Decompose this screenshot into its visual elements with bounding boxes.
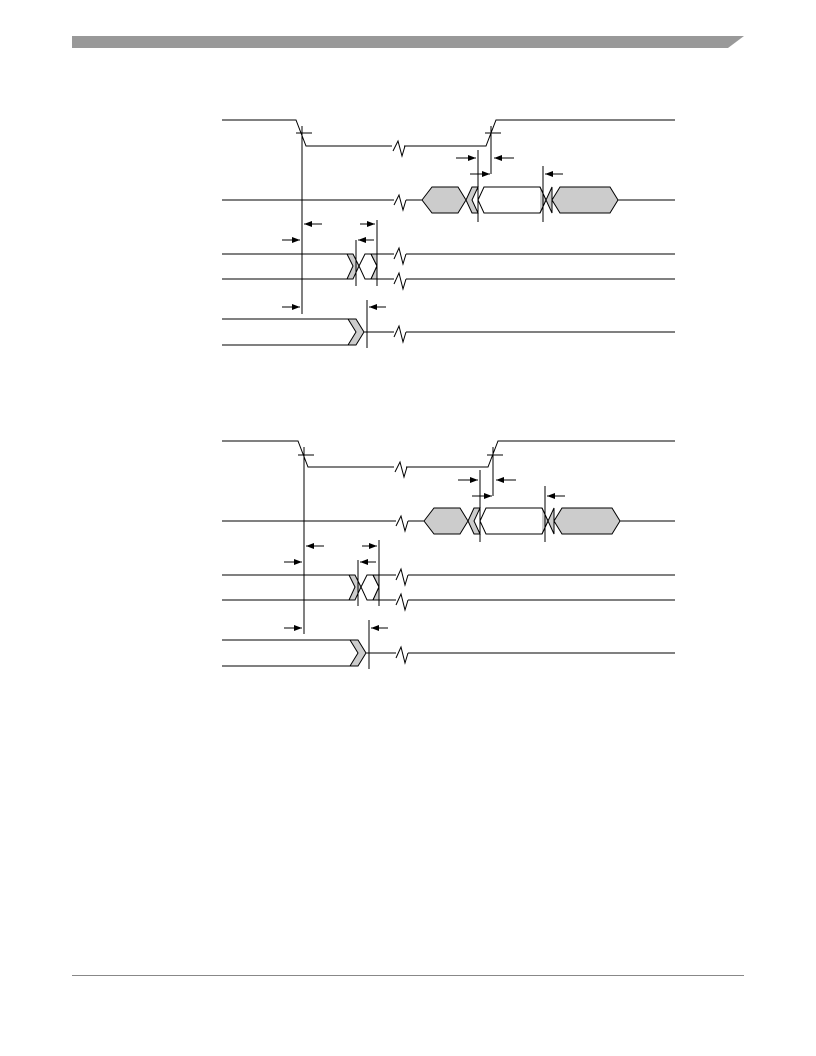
break-mark-icon xyxy=(393,271,407,291)
break-mark-icon xyxy=(393,246,407,266)
break-mark-icon xyxy=(392,139,406,158)
signal-1-waveform-continued xyxy=(404,119,675,147)
break-mark-icon xyxy=(395,567,409,587)
data-valid-1 xyxy=(421,186,467,214)
footer-rule xyxy=(72,975,744,976)
upper-timing-diagram xyxy=(222,119,675,348)
break-mark-icon xyxy=(393,193,407,212)
lower-timing-arrows xyxy=(284,477,565,631)
break-mark-icon xyxy=(394,460,408,479)
upper-timing-arrows xyxy=(282,155,563,310)
break-mark-icon xyxy=(395,645,409,665)
header-bar xyxy=(72,36,744,48)
lower-timing-diagram xyxy=(222,440,675,669)
data-valid-2 xyxy=(477,186,547,214)
break-mark-icon xyxy=(395,592,409,612)
data-valid-3 xyxy=(551,186,619,214)
break-mark-icon xyxy=(393,324,407,344)
break-mark-icon xyxy=(395,514,409,533)
